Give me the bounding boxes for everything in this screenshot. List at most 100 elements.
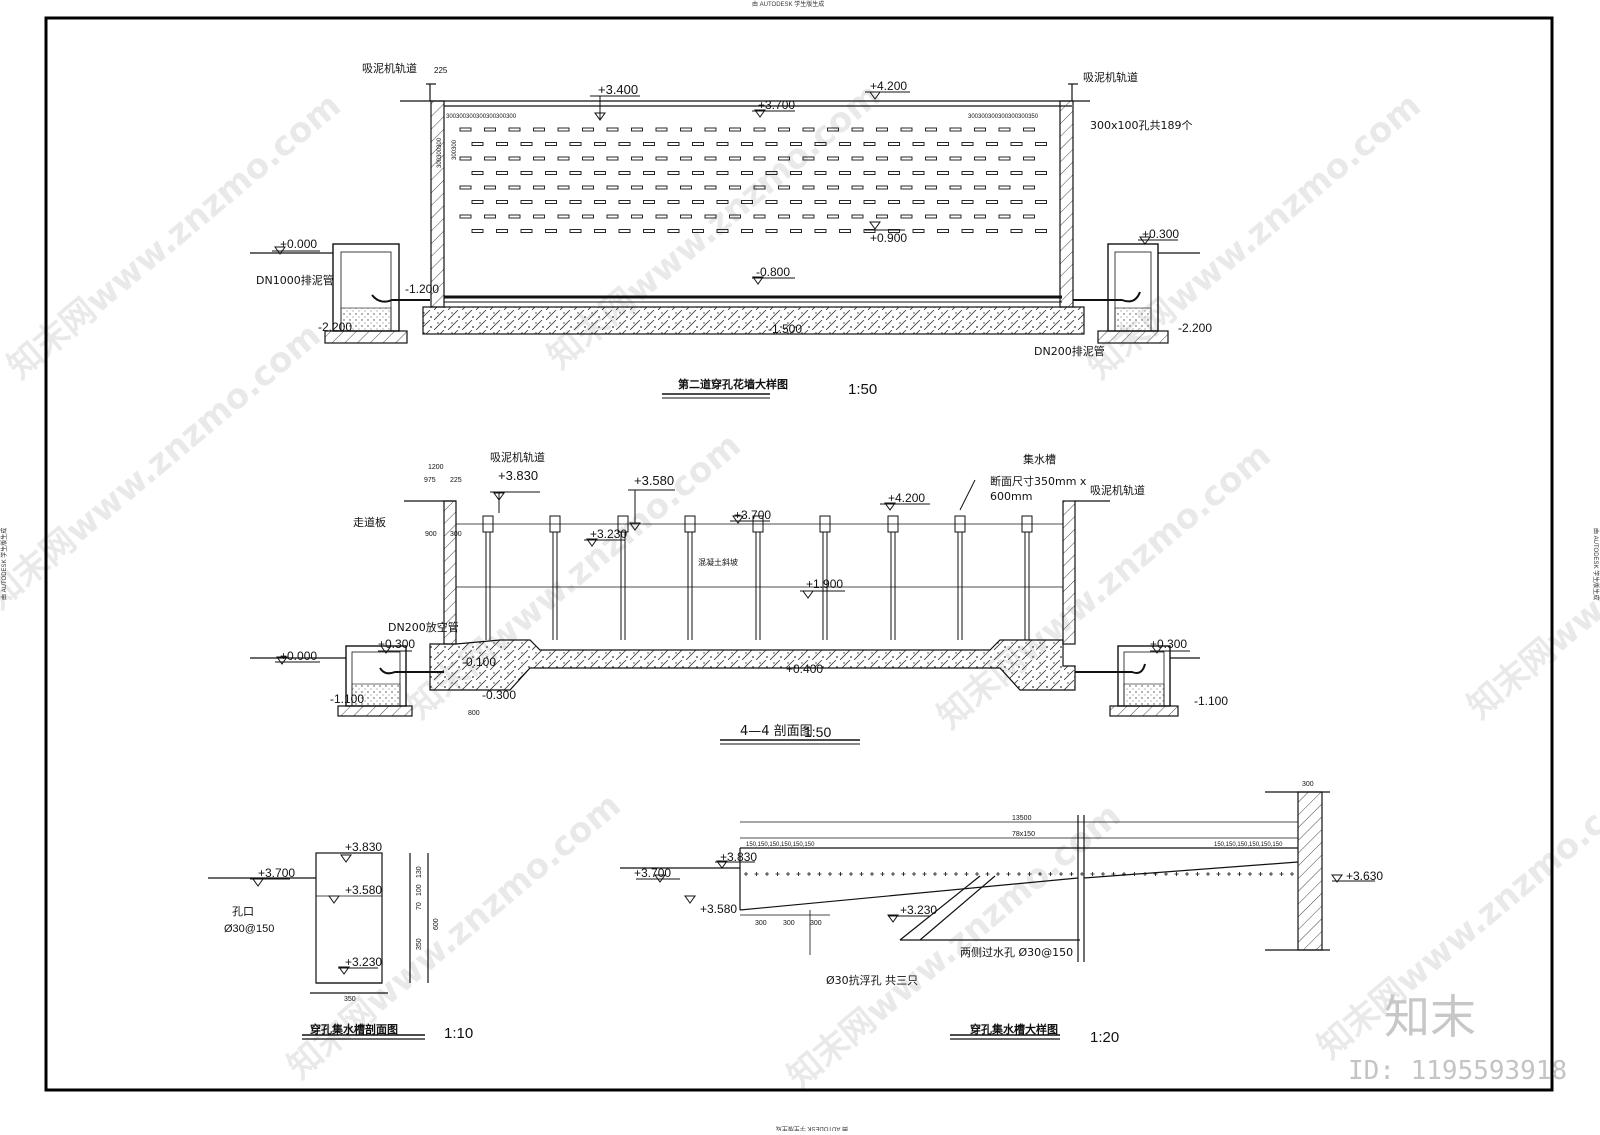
orifice-mark (1027, 872, 1032, 876)
wall-hole (900, 214, 913, 219)
wall-hole (655, 127, 668, 132)
wall-hole (949, 214, 962, 219)
wall-hole (778, 185, 790, 190)
wall-hole (802, 214, 815, 219)
wall-hole (876, 185, 888, 190)
wall-hole (508, 127, 521, 132)
autodesk-stamp-right: 由 AUTODESK 学生版生成 (1592, 528, 1600, 600)
orifice-mark (775, 872, 780, 876)
elev2-0300-left: +0.300 (378, 637, 415, 651)
dim3-130: 130 (416, 866, 423, 878)
wall-hole (729, 214, 741, 219)
elev2-4200: +4.200 (888, 491, 925, 505)
dim3-350h: 350 (344, 996, 356, 1003)
orifice-mark (1269, 872, 1273, 876)
trough-post (684, 515, 696, 640)
elev4-3580: +3.580 (700, 902, 737, 916)
trough-post (752, 515, 764, 640)
wall-hole (961, 142, 974, 146)
watermark: 知末网www.znzmo.com (1460, 425, 1600, 727)
wall-hole (863, 200, 876, 204)
elev-m2200-right: -2.200 (1178, 321, 1212, 335)
wall-hole (655, 214, 668, 219)
wall-hole (557, 185, 570, 190)
wall-hole (1035, 200, 1047, 204)
wall-hole (827, 185, 839, 190)
label-slope: 混凝土斜坡 (698, 557, 738, 567)
wall-hole (876, 214, 888, 219)
orifice-mark (891, 872, 895, 876)
wall-hole (1010, 229, 1023, 233)
watermark: 知末网www.znzmo.com (780, 795, 1129, 1097)
wall-hole (925, 156, 937, 161)
wall-hole (925, 127, 937, 132)
wall-hole (961, 171, 974, 175)
wall-hole (716, 229, 729, 233)
wall-hole (753, 185, 766, 190)
drawing-2-title: 4—4 剖面图 (740, 724, 813, 739)
wall-hole (667, 142, 680, 146)
wall-hole (655, 156, 668, 161)
wall-hole (716, 171, 729, 175)
wall-hole (863, 171, 876, 175)
wall-hole (618, 171, 631, 175)
orifice-mark (901, 872, 906, 876)
elev2-1900: +1.900 (806, 577, 843, 591)
drawing-1-title: 第二道穿孔花墙大样图 (678, 377, 788, 391)
dim3-70: 70 (416, 902, 423, 910)
wall-hole (533, 185, 545, 190)
vert-dims-small: 300300 (452, 139, 458, 160)
trough-posts (482, 515, 1033, 640)
elev3-3230: +3.230 (345, 955, 382, 969)
wall-hole (790, 229, 802, 233)
wall-hole (471, 142, 484, 146)
wall-hole (729, 185, 741, 190)
watermark-layer: 知末网www.znzmo.com 知末网www.znzmo.com 知末网www… (0, 75, 1600, 1097)
orifice-mark (1143, 872, 1147, 876)
wall-hole (471, 200, 484, 204)
wall-hole (618, 229, 631, 233)
wall-hole (778, 214, 790, 219)
wall-hole (974, 156, 986, 161)
wall-hole (998, 156, 1011, 161)
orifice-mark (1038, 872, 1042, 876)
drawing-4-title: 穿孔集水槽大样图 (970, 1022, 1058, 1036)
wall-hole (900, 156, 913, 161)
elev3-3830: +3.830 (345, 840, 382, 854)
drawing-3-trough-section (208, 852, 429, 1040)
wall-hole (680, 127, 692, 132)
orifice-mark (975, 872, 979, 876)
wall-hole (594, 142, 606, 146)
elev4-3830: +3.830 (720, 850, 757, 864)
label2-rail-right: 吸泥机轨道 (1090, 483, 1145, 497)
wall-hole (900, 127, 913, 132)
wall-hole (1035, 142, 1047, 146)
wall-hole (582, 185, 594, 190)
wall-hole (643, 229, 655, 233)
dim3-350v: 350 (416, 938, 423, 950)
drawing-1-scale: 1:50 (848, 381, 877, 398)
autodesk-stamp-top: 由 AUTODESK 学生版生成 (752, 0, 824, 8)
elev-0300: +0.300 (1142, 227, 1179, 241)
wall-hole (851, 127, 864, 132)
elev-4200: +4.200 (870, 79, 907, 93)
wall-hole (888, 171, 900, 175)
label2-rail-left: 吸泥机轨道 (490, 450, 545, 464)
orifice-mark (796, 872, 801, 876)
wall-hole (692, 229, 704, 233)
wall-hole (631, 127, 643, 132)
wall-hole (582, 156, 594, 161)
dims4-right: 150,150,150,150,150,150 (1214, 842, 1283, 848)
wall-hole (594, 200, 606, 204)
orifice-mark (1185, 872, 1189, 876)
orifice-mark (786, 872, 790, 876)
wall-hole (569, 142, 582, 146)
wall-hole (753, 127, 766, 132)
dims4-left: 150,150,150,150,150,150 (746, 842, 815, 848)
wall-hole (986, 171, 998, 175)
wall-hole (496, 171, 508, 175)
elev3-3580: +3.580 (345, 883, 382, 897)
wall-hole (765, 171, 778, 175)
wall-hole (741, 200, 753, 204)
label-rail-right: 吸泥机轨道 (1083, 70, 1138, 84)
